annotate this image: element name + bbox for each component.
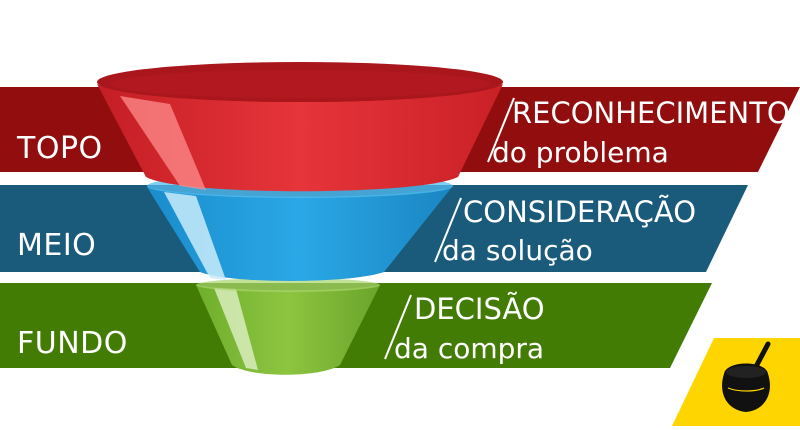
stage-title-meio: CONSIDERAÇÃO [463, 195, 696, 229]
stage-subtitle-topo: do problema [492, 136, 669, 169]
tier-label-fundo: FUNDO [17, 326, 128, 361]
stage-title-topo: RECONHECIMENTO [512, 96, 790, 130]
tier-label-topo: TOPO [17, 131, 103, 166]
stage-subtitle-fundo: da compra [394, 332, 544, 365]
brand-logo [672, 338, 800, 426]
stage-title-fundo: DECISÃO [414, 292, 545, 326]
funnel-section-topo [97, 62, 503, 191]
tier-label-meio: MEIO [17, 228, 96, 263]
stage-subtitle-meio: da solução [442, 234, 593, 267]
